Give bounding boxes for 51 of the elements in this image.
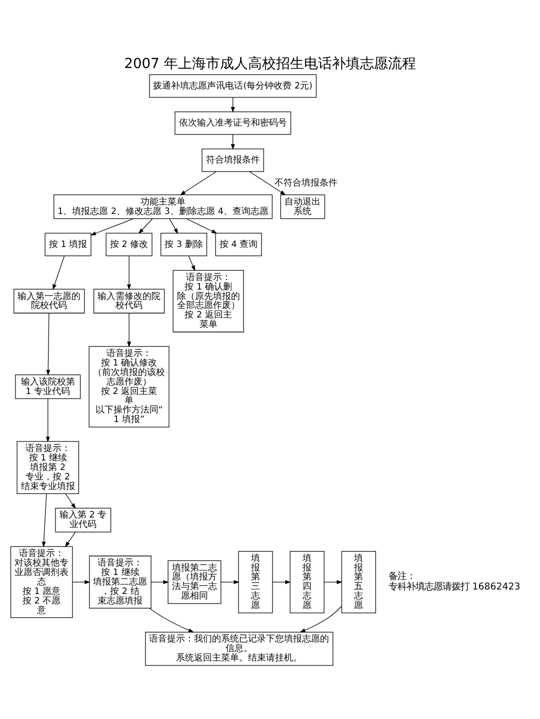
arrow bbox=[150, 580, 169, 584]
node-box: 填报第三志愿 bbox=[238, 550, 273, 613]
node-box: 输入第一志愿的院校代码 bbox=[14, 288, 85, 313]
node-box: 按 4 查询 bbox=[215, 232, 262, 256]
node-box: 输入需修改的院校代码 bbox=[94, 288, 165, 313]
edge-label: 不符合填报条件 bbox=[274, 178, 338, 188]
arrow bbox=[230, 96, 235, 112]
node-box: 拨通补填志愿声讯电话(每分钟收费 2元) bbox=[149, 74, 317, 98]
arrow bbox=[186, 218, 218, 234]
arrow bbox=[65, 493, 76, 508]
node-box: 自动退出系统 bbox=[280, 194, 326, 219]
arrow bbox=[42, 493, 47, 547]
arrow bbox=[220, 580, 240, 584]
node-box: 填报第四志愿 bbox=[290, 550, 324, 613]
node-box: 语音提示：我们的系统已记录下您填报志愿的信息。 系统返回主菜单。结束请挂机。 bbox=[145, 631, 334, 666]
label: 备注： bbox=[388, 570, 416, 582]
node-box: 语音提示： 按 1 继续填报第二志愿，按 2 结束志愿填报 bbox=[89, 555, 152, 608]
node-box: 输入该院校第 1 专业代码 bbox=[15, 374, 81, 398]
arrow bbox=[46, 398, 50, 442]
node-box: 按 2 修改 bbox=[106, 232, 152, 256]
node-box: 输入第 2 专业代码 bbox=[55, 507, 112, 532]
arrow bbox=[72, 580, 90, 584]
arrow bbox=[127, 255, 132, 290]
arrow bbox=[249, 170, 286, 195]
node-box: 功能主菜单 1、填报志愿 2、修改志愿 3、删除志愿 4、查询志愿 bbox=[54, 194, 273, 219]
node-box: 语音提示： 按 1 确认删除（原先填报的全部志愿作废） 按 2 返回主菜单 bbox=[172, 270, 244, 332]
arrow bbox=[300, 605, 342, 632]
node-box: 语音提示： 对该校其他专业愿否调剂表态 按 1 愿意 按 2 不愿意 bbox=[10, 546, 73, 618]
node-box: 依次输入准考证号和密码号 bbox=[174, 110, 292, 134]
node-box: 语音提示： 按 1 继续填报第 2 专业，按 2 结束专业填报 bbox=[16, 440, 80, 494]
arrow bbox=[324, 580, 342, 584]
arrow bbox=[64, 531, 76, 547]
node-box: 填报第二志愿（填报方法与第一志愿相同 bbox=[168, 560, 222, 604]
diagram-title: 2007 年上海市成人高校招生电话补填志愿流程 bbox=[124, 56, 416, 72]
arrow bbox=[180, 170, 217, 195]
arrow bbox=[188, 255, 196, 271]
label: 专科补填志愿请拨打 16862423 bbox=[388, 581, 520, 592]
arrow bbox=[230, 134, 235, 150]
arrow bbox=[90, 218, 134, 235]
arrow bbox=[46, 312, 50, 376]
arrow bbox=[138, 218, 153, 234]
node-box: 符合填报条件 bbox=[202, 148, 264, 172]
arrow bbox=[169, 218, 178, 234]
arrow bbox=[127, 312, 132, 347]
node-box: 语音提示： 按 1 确认修改（前次填报的该校志愿作废） 按 2 返回主菜单 以下操作方法同“1 填报” bbox=[88, 346, 170, 427]
arrow bbox=[52, 255, 65, 290]
node-box: 按 3 删除 bbox=[160, 232, 208, 256]
node-box: 按 1 填报 bbox=[44, 232, 92, 256]
arrow bbox=[272, 580, 291, 584]
node-box: 填报第五志愿 bbox=[341, 550, 376, 613]
arrow bbox=[149, 608, 194, 632]
